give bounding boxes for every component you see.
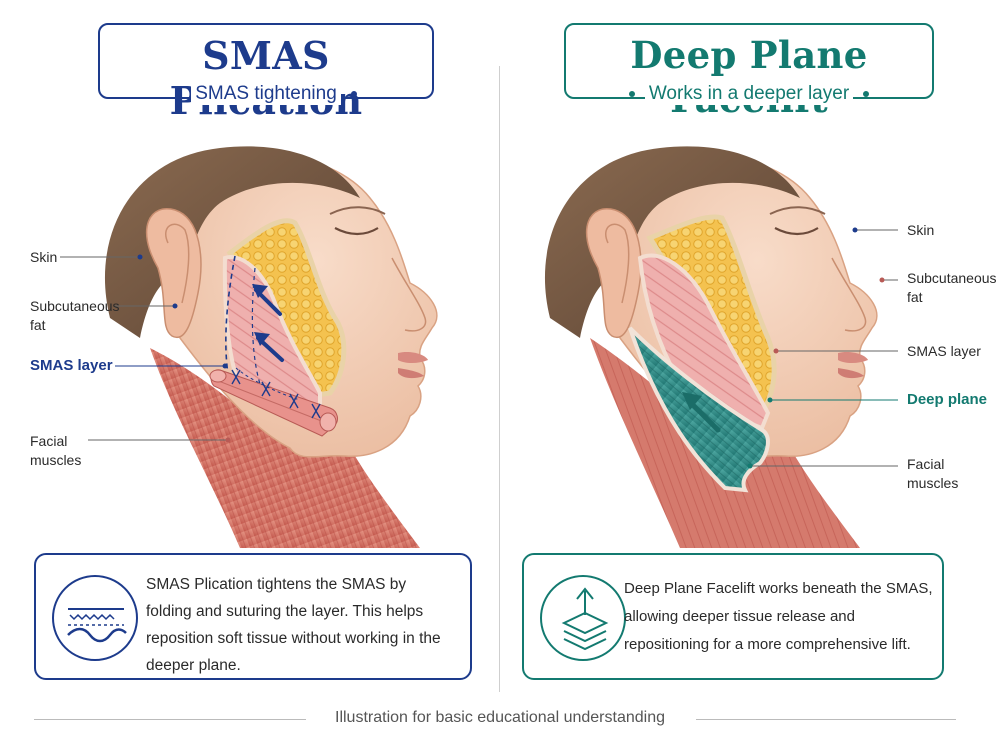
label-subcutaneous-fat-line1: Subcutaneous xyxy=(30,298,120,314)
hair-shape xyxy=(104,146,360,338)
label-facial-muscles-line2: muscles xyxy=(30,452,82,468)
label-smas-layer: SMAS layer xyxy=(907,343,981,359)
left-leader-lines xyxy=(60,254,231,443)
lift-arrow-icon xyxy=(682,392,721,433)
stacked-layers-arrow-icon xyxy=(540,575,626,661)
subtitle-dot-icon xyxy=(628,91,635,97)
deep-plane-title-box: Deep Plane Facelift Works in a deeper la… xyxy=(564,23,934,121)
subtitle-dot-icon xyxy=(350,91,357,97)
deep-plane-face-illustration xyxy=(544,146,898,548)
hair-shape xyxy=(544,146,800,338)
deep-plane-facelift-panel: Deep Plane Facelift Works in a deeper la… xyxy=(500,0,1000,700)
label-smas-layer: SMAS layer xyxy=(30,357,113,374)
smas-plication-subtitle-row: SMAS tightening xyxy=(100,83,432,105)
label-deep-plane: Deep plane xyxy=(907,391,988,408)
deep-plane-description: Deep Plane Facelift works beneath the SM… xyxy=(624,580,933,653)
deep-plane-subtitle: Works in a deeper layer xyxy=(644,83,854,105)
smas-plication-panel: SMAS Plication SMAS tightening xyxy=(0,0,500,700)
label-skin: Skin xyxy=(30,249,58,265)
subtitle-dot-icon xyxy=(863,91,870,97)
deep-plane-description-box: Deep Plane Facelift works beneath the SM… xyxy=(522,553,944,680)
folded-layer-icon xyxy=(52,575,138,661)
label-subcutaneous-fat-line1: Subcutaneous xyxy=(907,270,997,286)
footer-note: Illustration for basic educational under… xyxy=(335,709,665,726)
deep-plane-subtitle-row: Works in a deeper layer xyxy=(566,83,932,105)
footer-rule-left xyxy=(34,719,306,720)
label-facial-muscles-line1: Facial xyxy=(907,456,945,472)
footer-rule-right xyxy=(696,719,956,720)
label-skin: Skin xyxy=(907,222,935,238)
folded-smas-roll xyxy=(209,367,338,437)
smas-plication-title-box: SMAS Plication SMAS tightening xyxy=(98,23,434,123)
smas-plication-description: SMAS Plication tightens the SMAS by fold… xyxy=(146,576,441,674)
right-leader-lines xyxy=(747,227,898,469)
smas-plication-face-illustration xyxy=(60,146,438,548)
lift-arrow-icon xyxy=(252,284,284,362)
smas-layer-shape xyxy=(637,253,771,431)
deep-plane-title: Deep Plane Facelift xyxy=(630,33,868,121)
label-subcutaneous-fat-line2: fat xyxy=(30,317,46,333)
label-facial-muscles-line2: muscles xyxy=(907,475,959,491)
smas-plication-subtitle: SMAS tightening xyxy=(191,83,341,105)
closed-eye-icon xyxy=(334,227,379,236)
smas-plication-title: SMAS Plication xyxy=(170,33,363,123)
footer: Illustration for basic educational under… xyxy=(0,700,1000,740)
label-subcutaneous-fat-line2: fat xyxy=(907,289,923,305)
smas-plication-description-box: SMAS Plication tightens the SMAS by fold… xyxy=(34,553,472,680)
subtitle-dot-icon xyxy=(175,91,182,97)
panel-divider xyxy=(499,66,500,692)
closed-eye-icon xyxy=(774,227,819,236)
label-facial-muscles-line1: Facial xyxy=(30,433,68,449)
neck-muscle-shape xyxy=(150,348,420,548)
